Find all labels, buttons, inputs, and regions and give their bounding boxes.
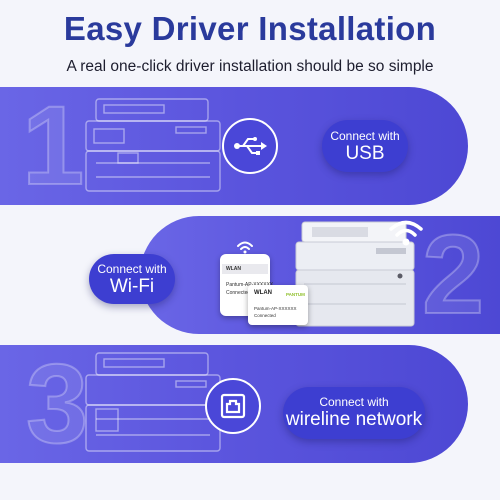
page-subtitle: A real one-click driver installation sho…: [66, 58, 434, 75]
wifi-signal-icon: [237, 241, 253, 254]
page-title: Easy Driver Installation: [63, 10, 437, 47]
ethernet-port-icon: [220, 393, 246, 419]
wifi-icon: [389, 220, 423, 246]
step-wifi-band: 2: [140, 216, 500, 334]
usb-icon-circle: [222, 118, 278, 174]
phone-status-label: Connected: [226, 290, 251, 296]
step-number: 1: [21, 87, 85, 205]
card-wlan-label: WLAN: [254, 290, 272, 296]
connect-method: Wi-Fi: [109, 276, 155, 297]
connect-label: Connect with: [319, 395, 389, 409]
connect-label: Connect with: [330, 129, 400, 143]
card-network-label: Pantum-AP-XXXXXX: [254, 306, 297, 311]
connect-usb-button[interactable]: Connect with USB: [322, 120, 408, 172]
printer-illustration: [85, 98, 221, 192]
connect-method: USB: [345, 143, 385, 164]
connect-method: wireline network: [285, 409, 423, 430]
usb-icon: [234, 137, 267, 155]
wlan-status-card: WLAN PANTUM Pantum-AP-XXXXXX Connected: [248, 285, 308, 325]
card-status-label: Connected: [254, 313, 276, 318]
connect-label: Connect with: [97, 262, 167, 276]
connect-wifi-button[interactable]: Connect with Wi-Fi: [89, 254, 175, 304]
step-number: 3: [25, 345, 89, 463]
step-number: 2: [421, 216, 485, 334]
ethernet-icon-circle: [205, 378, 261, 434]
step-wireline-band: 3: [0, 345, 468, 463]
phone-wlan-label: WLAN: [226, 266, 241, 272]
brand-logo: PANTUM: [286, 292, 305, 297]
connect-wireline-button[interactable]: Connect with wireline network: [283, 387, 425, 439]
